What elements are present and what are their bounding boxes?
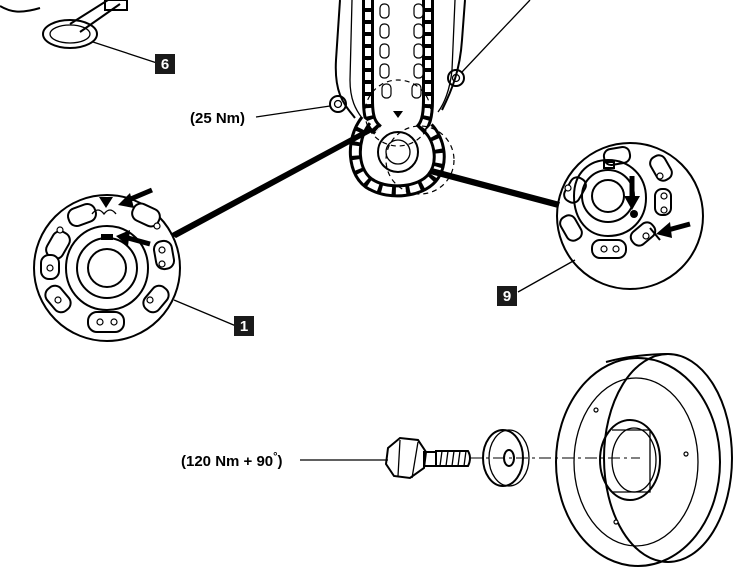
- vibration-damper-pulley: [555, 353, 733, 567]
- svg-text:(120 Nm + 90°): (120 Nm + 90°): [181, 451, 283, 470]
- triangle-marker-icon: [393, 111, 403, 118]
- detail-circle-upper: [364, 79, 432, 147]
- guide-bolt-left: [329, 95, 347, 113]
- leader-detail-9: [430, 168, 560, 208]
- torque-label-crank-bolt: (120 Nm + 90°): [181, 451, 283, 470]
- badge-1-label: 1: [240, 318, 248, 335]
- torque-bolt-main: (120 Nm + 90: [181, 453, 273, 470]
- badge-6-label: 6: [161, 56, 169, 73]
- torque-bolt-degree: °: [273, 451, 277, 463]
- chain-pins-right: [411, 3, 424, 99]
- torque-label-guide-bolt: (25 Nm): [190, 110, 245, 127]
- callout-badge-9: 9: [497, 286, 517, 306]
- arrow-icon: [116, 230, 151, 247]
- crankshaft-bolt: [384, 436, 471, 480]
- guide-bolt-right: [447, 69, 465, 87]
- arrow-icon: [118, 187, 153, 208]
- detail-view-9: [517, 142, 704, 293]
- badge-9-label: 9: [503, 288, 511, 305]
- detail-view-1: [33, 187, 237, 342]
- leader-detail-1: [170, 128, 372, 238]
- chain-guide-assembly: [329, 0, 531, 198]
- washer: [482, 429, 530, 487]
- callout-badge-6: 6: [155, 54, 175, 74]
- chain-pins-left: [379, 3, 392, 99]
- locking-tool: [0, 0, 161, 65]
- torque-bolt-close: ): [278, 453, 283, 470]
- arrow-icon: [656, 221, 691, 238]
- arrow-icon: [624, 176, 640, 210]
- detail-circle-lower: [385, 125, 455, 195]
- callout-badge-1: 1: [234, 316, 254, 336]
- triangle-marker-icon: [99, 197, 113, 208]
